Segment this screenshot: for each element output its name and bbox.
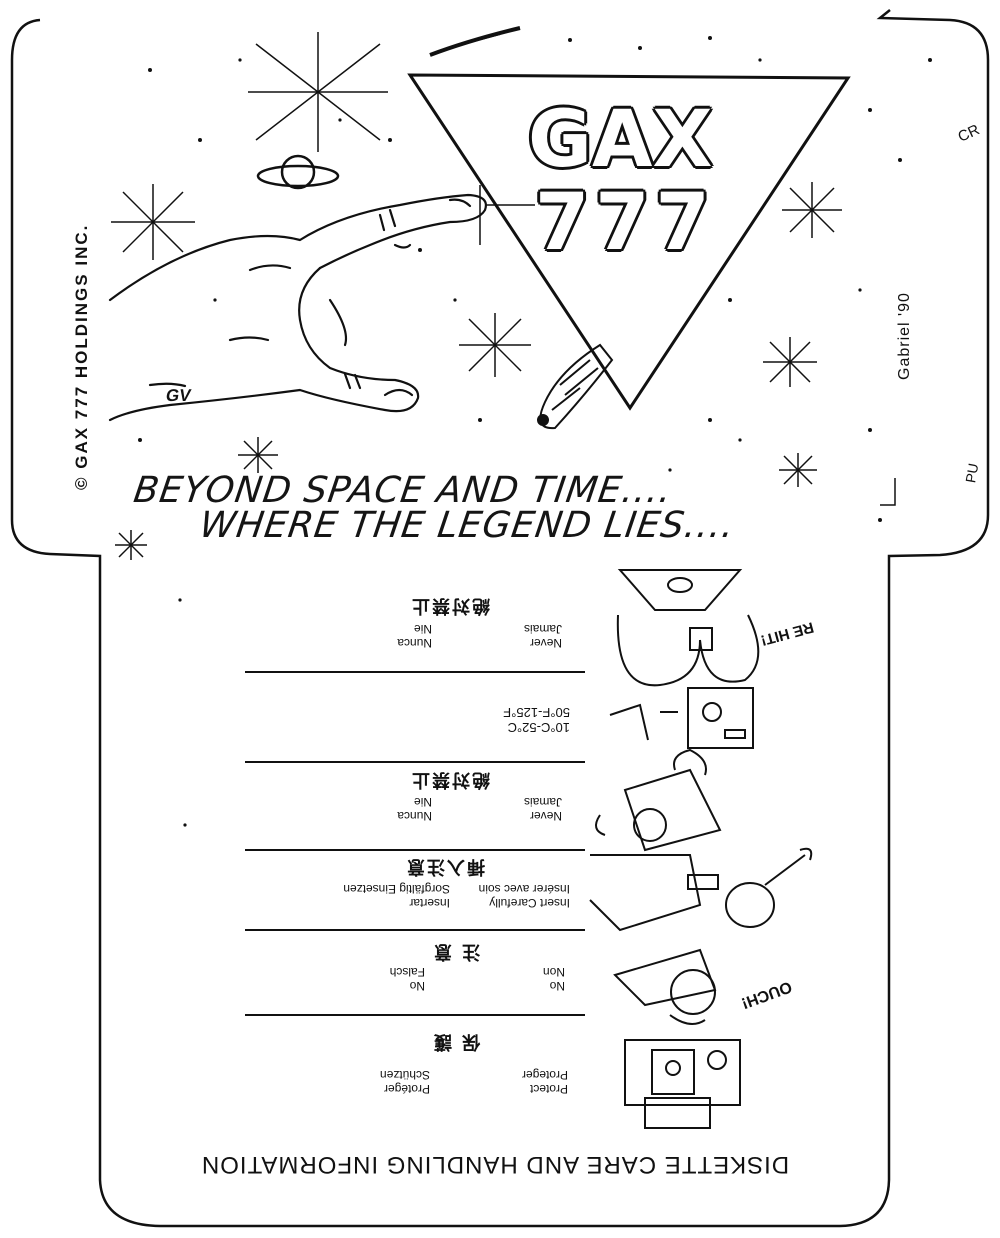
pointing-hand-drawing bbox=[108, 193, 487, 422]
artist-initials: GV bbox=[164, 386, 193, 405]
section-insert-text-b: Insertar Sorgfältig Einsetzen bbox=[343, 882, 450, 910]
logo-number: 777 bbox=[535, 178, 716, 268]
section-dividers bbox=[245, 671, 585, 1016]
section-never-kanji: 絶対禁止 bbox=[410, 769, 490, 790]
section-never2-kanji: 絶対禁止 bbox=[410, 595, 490, 616]
section-never-text: Never Jamais bbox=[523, 795, 562, 823]
margin-fragment: PU bbox=[962, 462, 982, 484]
safe-drawing bbox=[624, 1039, 741, 1129]
star-burst-icon bbox=[111, 32, 842, 560]
planet-icon bbox=[256, 154, 340, 190]
section-never2-text: Never Jamais bbox=[523, 622, 562, 650]
artist-signature: Gabriel '90 bbox=[896, 292, 913, 380]
section-protect-text-b: Protéger Schützen bbox=[379, 1068, 430, 1096]
ouch-drawing bbox=[613, 948, 717, 1025]
rocket-drawing bbox=[537, 343, 614, 430]
copyright-text: © GAX 777 HOLDINGS INC. bbox=[72, 223, 91, 490]
logo-title: GAX bbox=[528, 95, 713, 185]
section-protect-kanji: 保 護 bbox=[432, 1031, 481, 1052]
triangle-emblem bbox=[407, 73, 851, 411]
section-insert-kanji: 挿入注意 bbox=[405, 856, 485, 877]
section-never2-text-b: Nunca Nie bbox=[397, 622, 432, 650]
star-dots bbox=[138, 36, 932, 827]
section-never-text-b: Nunca Nie bbox=[397, 795, 432, 823]
temperature-range: 10°C-52°C 50°F-125°F bbox=[503, 705, 570, 735]
slogan-line-2: WHERE THE LEGEND LIES.... bbox=[197, 505, 738, 546]
section-insert-text: Insert Carefully Insérer avec soin bbox=[478, 882, 570, 910]
section-protect-text: Protect Proteger bbox=[521, 1068, 568, 1096]
section-no-text: No Non bbox=[542, 965, 565, 993]
section-no-kanji: 注 意 bbox=[432, 941, 481, 962]
hammer-drawing bbox=[589, 847, 813, 932]
sleeve-outline bbox=[10, 9, 990, 1228]
section-no-text-b: No Falsch bbox=[389, 965, 425, 993]
melting-disk-drawing bbox=[595, 748, 722, 852]
thermometer-disk-drawing bbox=[609, 687, 754, 749]
bandaged-disk-drawing bbox=[616, 569, 760, 687]
care-heading: DISKETTE CARE AND HANDLING INFORMATION bbox=[200, 1151, 790, 1178]
